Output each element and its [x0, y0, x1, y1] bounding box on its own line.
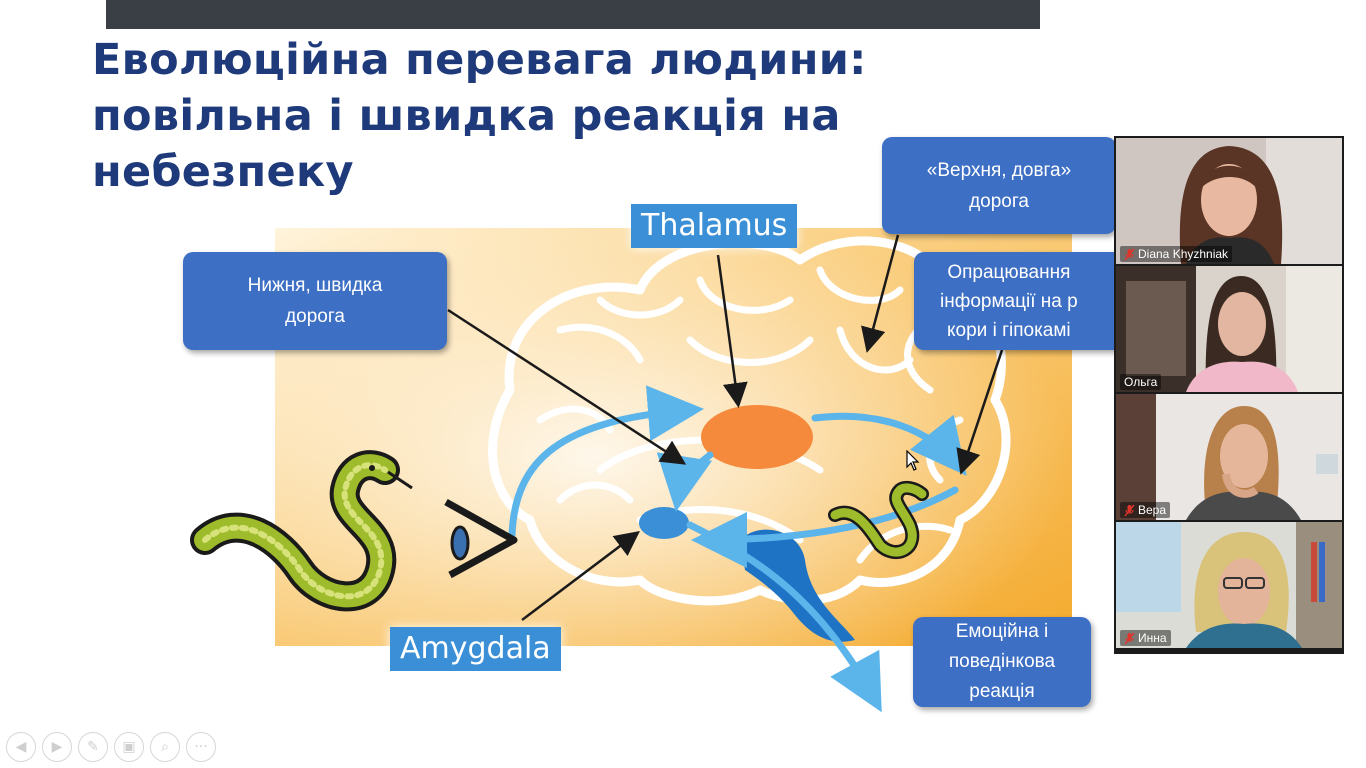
participant-tile-diana[interactable]: Diana Khyzhniak [1116, 138, 1342, 264]
participant-name-tag: Diana Khyzhniak [1120, 246, 1233, 262]
reaction-line-1: Емоційна і [955, 621, 1049, 642]
pen-icon: ✎ [87, 739, 99, 755]
high-road-callout: «Верхня, довга» дорога [882, 137, 1116, 234]
slides-icon: ▣ [122, 739, 136, 755]
previous-slide-button[interactable]: ◀ [6, 732, 36, 762]
processing-line-3: кори і гіпокамі [947, 319, 1071, 341]
amygdala-pointer [521, 530, 640, 621]
participant-tile-olga[interactable]: Ольга [1116, 266, 1342, 392]
video-feed [1116, 522, 1342, 648]
presentation-toolbar: ◀ ▶ ✎ ▣ ⌕ ··· [6, 732, 216, 762]
video-feed [1116, 138, 1342, 264]
participant-gallery: Diana Khyzhniak Ольга Вера [1114, 136, 1344, 654]
participant-name-tag: Ольга [1120, 374, 1162, 390]
participant-tile-inna[interactable]: Инна [1116, 522, 1342, 648]
amygdala-to-reaction-path [686, 521, 882, 713]
low-road-callout: Нижня, швидка дорога [183, 252, 447, 350]
mouse-cursor-icon [906, 450, 920, 471]
participant-name: Вера [1138, 503, 1167, 517]
slides-button[interactable]: ▣ [114, 732, 144, 762]
processing-pointer [956, 349, 1004, 475]
reaction-line-2: поведінкова [948, 651, 1056, 672]
small-snake-icon [828, 480, 929, 559]
processing-line-2: інформації на р [940, 290, 1078, 312]
more-icon: ··· [194, 739, 208, 755]
arrow-right-icon: ▶ [51, 739, 63, 755]
participant-tile-vera[interactable]: Вера [1116, 394, 1342, 520]
arrow-left-icon: ◀ [15, 739, 27, 755]
video-feed [1116, 266, 1342, 392]
low-road-line-2: дорога [285, 306, 345, 327]
high-road-line-1: «Верхня, довга» [926, 159, 1072, 181]
participant-name: Инна [1138, 631, 1167, 645]
amygdala-shape [639, 507, 689, 539]
cortex-to-amygdala-path [691, 486, 959, 568]
low-road-pointer [447, 308, 687, 465]
next-slide-button[interactable]: ▶ [42, 732, 72, 762]
thalamus-to-amygdala-path [656, 451, 714, 512]
thalamus-to-cortex-path [811, 412, 967, 476]
more-button[interactable]: ··· [186, 732, 216, 762]
slide-title: Еволюційна перевага людини: повільна і ш… [92, 35, 867, 197]
magnifier-icon: ⌕ [161, 739, 169, 755]
pen-button[interactable]: ✎ [78, 732, 108, 762]
thalamus-shape [701, 405, 813, 469]
muted-mic-icon [1124, 504, 1135, 517]
eye-to-thalamus-path [508, 385, 704, 539]
participant-name: Diana Khyzhniak [1138, 247, 1229, 261]
reaction-line-3: реакція [969, 681, 1035, 702]
participant-name-tag: Вера [1120, 502, 1171, 518]
amygdala-label: Amygdala [390, 627, 561, 671]
high-road-pointer [861, 234, 900, 353]
low-road-line-1: Нижня, швидка [247, 275, 383, 296]
reaction-callout: Емоційна і поведінкова реакція [913, 617, 1091, 707]
screen-share-top-bar [106, 0, 1040, 29]
participant-name-tag: Инна [1120, 630, 1171, 646]
brainstem [740, 529, 855, 642]
processing-callout: Опрацювання інформації на р кори і гіпок… [914, 252, 1144, 350]
participant-name: Ольга [1124, 375, 1158, 389]
thalamus-label: Thalamus [631, 204, 798, 248]
eye-icon [444, 498, 518, 579]
processing-line-1: Опрацювання [947, 261, 1071, 283]
thalamus-pointer [716, 254, 748, 408]
snake-icon [190, 450, 413, 612]
video-feed [1116, 394, 1342, 520]
muted-mic-icon [1124, 632, 1135, 645]
zoom-button[interactable]: ⌕ [150, 732, 180, 762]
muted-mic-icon [1124, 248, 1135, 261]
high-road-line-2: дорога [969, 190, 1029, 212]
